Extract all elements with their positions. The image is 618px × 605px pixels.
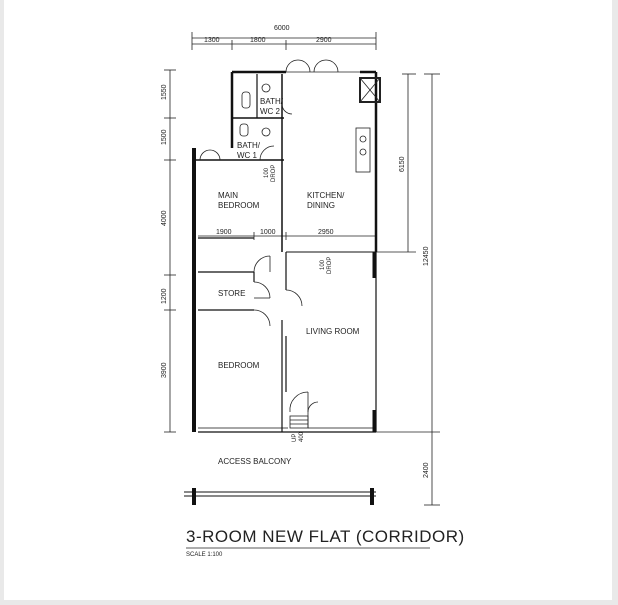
- drop-label-2-line2: DROP: [327, 257, 333, 274]
- dim-mid-segment-1: 1900: [216, 229, 232, 236]
- room-label-living-room: LIVING ROOM: [306, 327, 360, 336]
- walls: [184, 70, 378, 505]
- dim-mid-segment-2: 1000: [260, 229, 276, 236]
- room-label-kitchen-line1: KITCHEN/: [307, 191, 345, 200]
- room-label-bath-wc2-line1: BATH/: [260, 97, 284, 106]
- dim-right-upper: 6150: [399, 156, 406, 172]
- dim-top-total: 6000: [274, 25, 290, 32]
- room-label-bath-wc1-line2: WC 1: [237, 151, 258, 160]
- dim-left-3: 4000: [161, 210, 168, 226]
- plan-scale: SCALE 1:100: [186, 552, 223, 558]
- dim-top-segment-3: 2900: [316, 37, 332, 44]
- floor-plan-drawing: 6000 1300 1800 2900 1550 1500 4000 1200 …: [161, 25, 465, 558]
- dimension-lines: [164, 32, 440, 506]
- room-label-main-bedroom-line1: MAIN: [218, 191, 238, 200]
- dim-top-segment-2: 1800: [250, 37, 266, 44]
- plan-title: 3-ROOM NEW FLAT (CORRIDOR): [186, 527, 465, 546]
- up-label-line2: 400: [299, 431, 305, 442]
- dim-top-segment-1: 1300: [204, 37, 220, 44]
- drop-label-1-line1: 100: [264, 167, 270, 178]
- doors-and-windows: [199, 59, 381, 429]
- drop-label-2-line1: 100: [320, 259, 326, 270]
- dim-left-2: 1500: [161, 129, 168, 145]
- room-label-store: STORE: [218, 289, 245, 298]
- dim-left-4: 1200: [161, 288, 168, 304]
- room-label-bath-wc1-line1: BATH/: [237, 141, 261, 150]
- dim-right-lower: 2400: [423, 462, 430, 478]
- dim-right-total: 12450: [423, 246, 430, 266]
- dim-mid-segment-3: 2950: [318, 229, 334, 236]
- room-label-main-bedroom-line2: BEDROOM: [218, 201, 260, 210]
- dim-left-5: 3900: [161, 362, 168, 378]
- drop-label-1-line2: DROP: [271, 165, 277, 182]
- dim-left-1: 1550: [161, 84, 168, 100]
- up-label-line1: UP: [292, 434, 298, 442]
- room-label-access-balcony: ACCESS BALCONY: [218, 457, 292, 466]
- room-label-bedroom: BEDROOM: [218, 361, 260, 370]
- room-label-kitchen-line2: DINING: [307, 201, 335, 210]
- floor-plan-sheet: 6000 1300 1800 2900 1550 1500 4000 1200 …: [4, 0, 612, 600]
- room-label-bath-wc2-line2: WC 2: [260, 107, 281, 116]
